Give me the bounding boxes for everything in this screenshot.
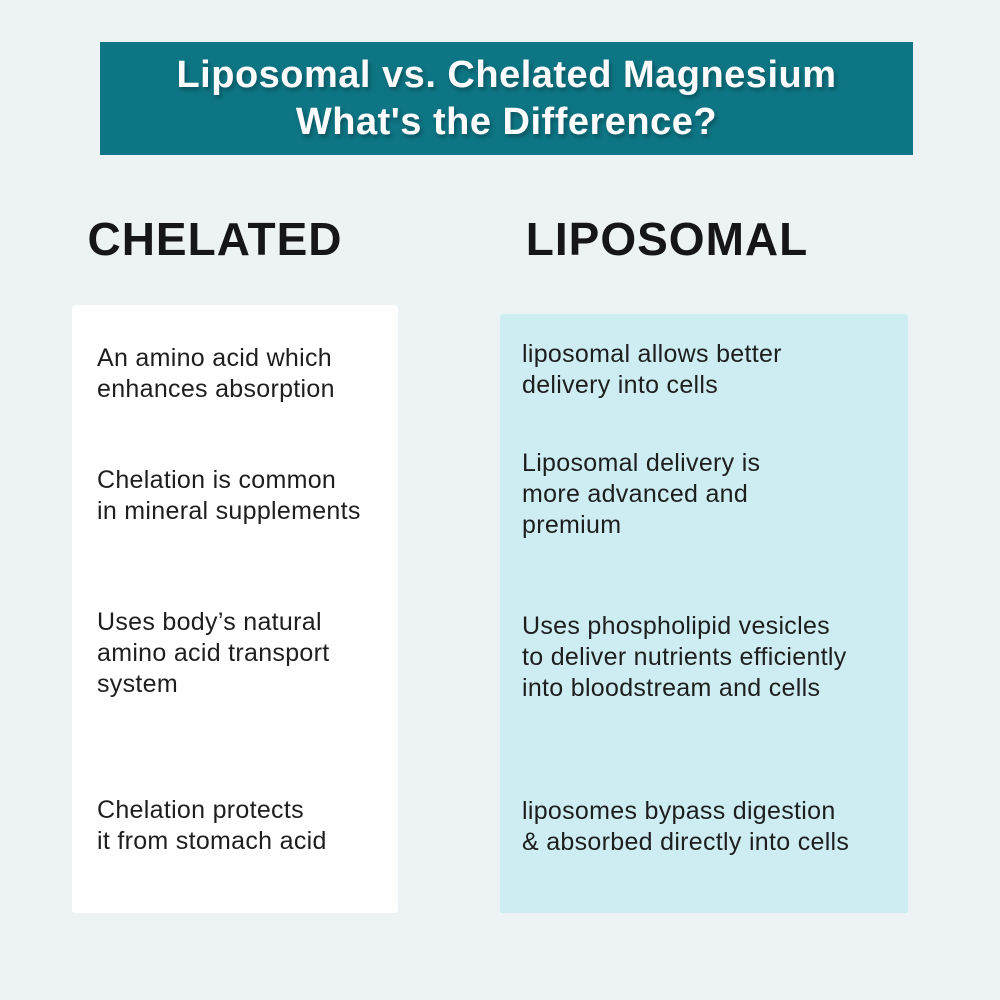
column-heading-chelated: CHELATED (87, 213, 343, 265)
chelated-card: An amino acid which enhances absorption … (72, 305, 398, 913)
chelated-point-2: Chelation is common in mineral supplemen… (97, 466, 361, 525)
column-heading-liposomal: LIPOSOMAL (525, 213, 809, 265)
header-title-line2: What's the Difference? (295, 100, 718, 143)
chelated-point-3: Uses body’s natural amino acid transport… (97, 608, 330, 698)
header-title-line1: Liposomal vs. Chelated Magnesium (176, 53, 837, 96)
liposomal-point-3: Uses phospholipid vesicles to deliver nu… (522, 612, 847, 702)
header-banner: Liposomal vs. Chelated Magnesium What's … (100, 42, 913, 155)
chelated-point-4: Chelation protects it from stomach acid (97, 796, 327, 855)
liposomal-point-1: liposomal allows better delivery into ce… (522, 340, 782, 399)
liposomal-point-2: Liposomal delivery is more advanced and … (522, 449, 761, 539)
liposomal-card: liposomal allows better delivery into ce… (500, 314, 908, 913)
chelated-point-1: An amino acid which enhances absorption (97, 344, 335, 403)
liposomal-point-4: liposomes bypass digestion & absorbed di… (522, 797, 850, 856)
